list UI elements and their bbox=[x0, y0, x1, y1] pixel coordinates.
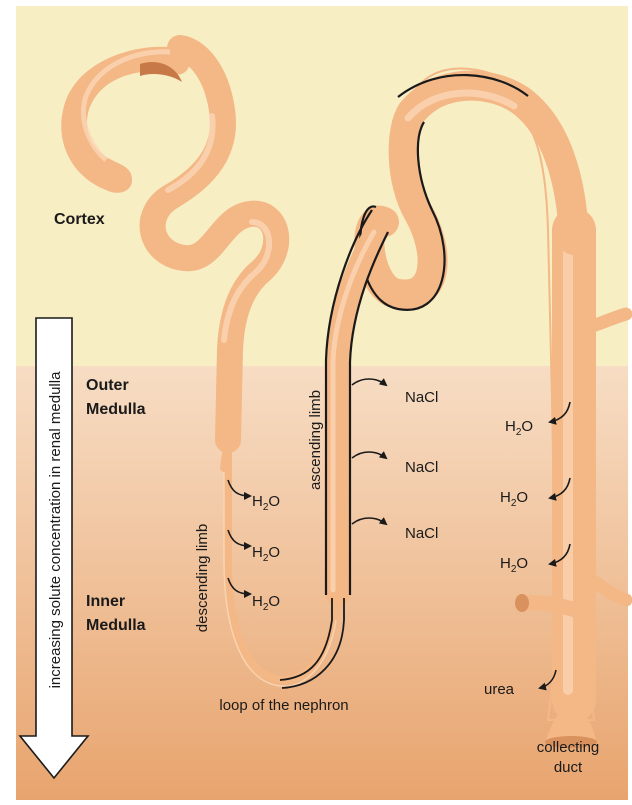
inner-medulla-label-line2: Medulla bbox=[86, 617, 146, 634]
loop-of-nephron-label: loop of the nephron bbox=[219, 697, 348, 714]
inner-medulla-label-line1: Inner bbox=[86, 593, 125, 610]
svg-text:NaCl: NaCl bbox=[405, 389, 438, 406]
outer-medulla-label-line1: Outer bbox=[86, 377, 129, 394]
ascending-limb-label: ascending limb bbox=[307, 390, 324, 490]
svg-text:NaCl: NaCl bbox=[405, 459, 438, 476]
svg-text:urea: urea bbox=[484, 681, 515, 698]
collecting-duct-label-line1: collecting bbox=[537, 739, 600, 756]
svg-text:NaCl: NaCl bbox=[405, 525, 438, 542]
descending-limb-label: descending limb bbox=[194, 524, 211, 632]
outer-medulla-label-line2: Medulla bbox=[86, 401, 146, 418]
collecting-duct-label-line2: duct bbox=[554, 759, 583, 776]
gradient-arrow-label: increasing solute concentration in renal… bbox=[47, 371, 64, 689]
cortex-label: Cortex bbox=[54, 211, 105, 228]
